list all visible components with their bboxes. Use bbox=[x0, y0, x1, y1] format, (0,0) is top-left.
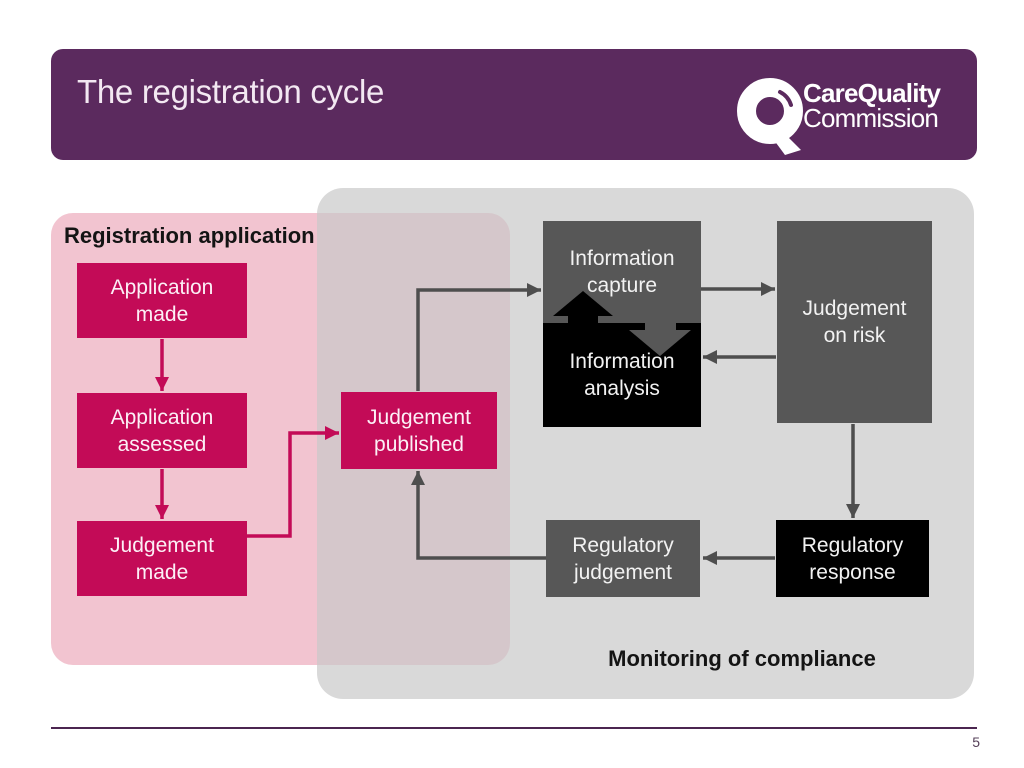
footer-divider bbox=[51, 727, 977, 729]
cqc-q-icon bbox=[737, 78, 803, 155]
box-information-analysis: Information analysis bbox=[543, 323, 701, 427]
registration-panel-label: Registration application bbox=[64, 223, 315, 248]
box-application-made: Application made bbox=[77, 263, 247, 338]
box-judgement-made: Judgement made bbox=[77, 521, 247, 596]
cqc-logo-text: CareQuality Commission bbox=[803, 78, 941, 133]
logo-word-care: Care bbox=[803, 78, 858, 108]
page-number: 5 bbox=[972, 734, 980, 750]
box-regulatory-response: Regulatory response bbox=[776, 520, 929, 597]
box-information-capture: Information capture bbox=[543, 221, 701, 323]
cqc-logo-line1: CareQuality bbox=[803, 78, 941, 108]
box-regulatory-judgement: Regulatory judgement bbox=[546, 520, 700, 597]
monitoring-panel-label: Monitoring of compliance bbox=[608, 646, 876, 671]
slide-header-bar bbox=[51, 49, 977, 160]
box-judgement-on-risk: Judgement on risk bbox=[777, 221, 932, 423]
box-application-assessed: Application assessed bbox=[77, 393, 247, 468]
slide-title: The registration cycle bbox=[77, 73, 385, 110]
box-judgement-published: Judgement published bbox=[341, 392, 497, 469]
logo-word-quality: Quality bbox=[857, 78, 941, 108]
cqc-logo-line2: Commission bbox=[803, 103, 939, 133]
